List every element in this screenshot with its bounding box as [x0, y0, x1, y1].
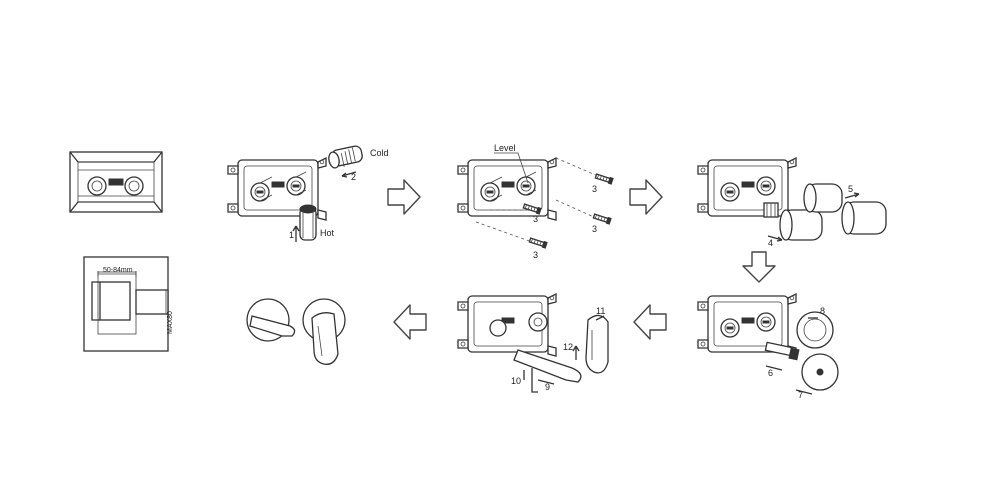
step-5-number: 5: [848, 184, 853, 194]
arrow-right-2: [629, 179, 663, 215]
step-1-number: 1: [289, 230, 294, 240]
step-12-number: 12: [563, 342, 573, 352]
arrow-down: [742, 251, 776, 283]
step-10-number: 10: [511, 376, 521, 386]
cover-plate-disc: [801, 353, 839, 391]
step-3-number-a: 3: [592, 184, 597, 194]
hot-cover-cap: Hot 1: [289, 204, 335, 242]
step-spout-handle: [457, 293, 557, 357]
sleeve-small: [763, 202, 779, 218]
step-7-number: 7: [798, 390, 803, 400]
final-spout: [246, 298, 296, 342]
max-depth-label: MAX80: [167, 311, 174, 334]
cold-label: Cold: [370, 148, 389, 158]
final-handle: [302, 298, 346, 365]
step-4-number: 4: [768, 238, 773, 248]
step-hot-cold-covers: [227, 157, 327, 221]
step-3-number-d: 3: [533, 250, 538, 260]
step-level-screws: [457, 157, 557, 221]
step-sleeves: [697, 157, 797, 221]
dimension-label: 50-84mm: [103, 267, 133, 274]
spout-part: [513, 349, 582, 383]
front-view-box: [69, 151, 163, 213]
sleeve-rear: [803, 183, 843, 213]
arrow-right-1: [387, 179, 421, 215]
step-9-number: 9: [545, 382, 550, 392]
sleeve-far: [841, 201, 887, 235]
cover-plate-ring: [796, 311, 834, 349]
cold-cover-cap: Cold 2: [328, 145, 389, 182]
arrow-left-1: [633, 304, 667, 340]
spindle-extension: [764, 341, 800, 361]
level-label: Level: [494, 143, 516, 153]
hot-label: Hot: [320, 228, 335, 238]
step-3-number-c: 3: [533, 214, 538, 224]
step-11-number: 11: [596, 306, 605, 316]
side-section-view: 50-84mm MAX80: [83, 256, 174, 352]
step-2-number: 2: [351, 172, 356, 182]
arrow-left-2: [393, 304, 427, 340]
sleeve-front: [779, 209, 823, 241]
allen-key: [523, 368, 538, 393]
step-3-number-b: 3: [592, 224, 597, 234]
handle-lever: [585, 314, 609, 374]
step-6-number: 6: [768, 368, 773, 378]
step-8-number: 8: [820, 306, 825, 316]
